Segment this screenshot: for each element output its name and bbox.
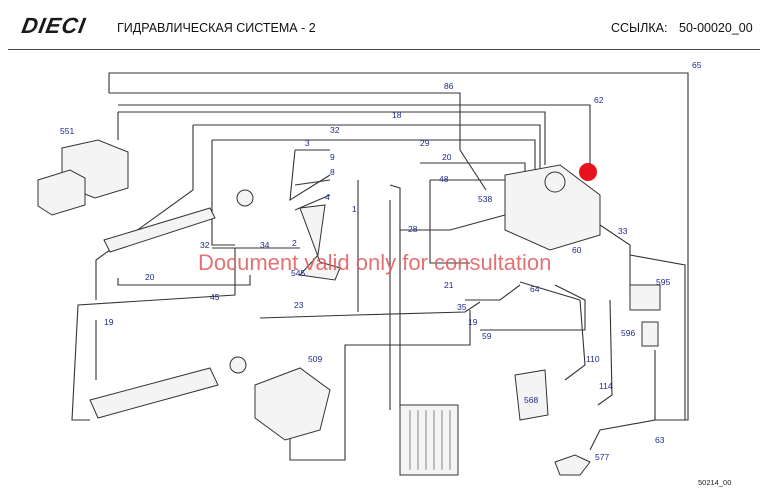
callout: 3 (305, 138, 310, 148)
callout: 34 (260, 240, 270, 250)
hose-45 (71, 248, 236, 421)
highlight-marker (579, 163, 597, 181)
watermark: Document valid only for consultation (198, 250, 552, 275)
callout: 20 (442, 152, 452, 162)
callout: 595 (656, 277, 670, 287)
main-control-valve (504, 164, 601, 251)
callout: 596 (621, 328, 635, 338)
hydraulic-diagram: 65 86 62 18 551 32 29 3 9 8 20 48 538 4 … (37, 60, 702, 476)
tilt-cylinder (89, 367, 219, 419)
callout: 8 (330, 167, 335, 177)
callout: 2 (292, 238, 297, 248)
callout: 538 (478, 194, 492, 204)
callout: 60 (572, 245, 582, 255)
callout: 23 (294, 300, 304, 310)
callout: 86 (444, 81, 454, 91)
fitting-577 (554, 454, 591, 476)
callout: 545 (291, 268, 305, 278)
hose-18 (117, 111, 546, 165)
oil-cooler (399, 404, 459, 476)
dieci-logo: DIECI (19, 13, 88, 38)
hose-33 (599, 224, 631, 295)
hose-3-9 (289, 149, 331, 202)
hose-63 (589, 350, 656, 451)
callout: 35 (457, 302, 467, 312)
callout: 4 (325, 192, 330, 202)
hose-48 (429, 179, 505, 264)
hose-114 (597, 299, 613, 406)
callout: 20 (145, 272, 155, 282)
callout: 59 (482, 331, 492, 341)
hose-110 (564, 299, 586, 381)
callout: 45 (210, 292, 220, 302)
callout: 110 (586, 354, 600, 364)
hose-59 (480, 284, 586, 331)
callout: 551 (60, 126, 74, 136)
hose-62 (118, 104, 591, 165)
hose-20 (211, 140, 526, 246)
callout: 1 (352, 204, 357, 214)
callout: 48 (439, 174, 449, 184)
pump-509 (254, 367, 331, 441)
hose-19b (289, 310, 471, 461)
boom-cylinder (103, 207, 216, 253)
header-divider (8, 49, 760, 50)
header: DIECI ГИДРАВЛИЧЕСКАЯ СИСТЕМА - 2 ССЫЛКА:… (0, 0, 768, 52)
callout: 33 (618, 226, 628, 236)
reference-value: 50-00020_00 (679, 21, 753, 35)
hose-23 (259, 301, 481, 319)
callout: 29 (420, 138, 430, 148)
control-module-568 (514, 369, 549, 421)
callout: 568 (524, 395, 538, 405)
hose-64 (519, 281, 581, 301)
callout: 28 (408, 224, 418, 234)
sensor-596 (641, 321, 659, 347)
callout: 9 (330, 152, 335, 162)
callout: 32 (330, 125, 340, 135)
hose-86 (109, 92, 487, 191)
callout: 63 (655, 435, 665, 445)
page-title: ГИДРАВЛИЧЕСКАЯ СИСТЕМА - 2 (117, 21, 316, 35)
callout: 62 (594, 95, 604, 105)
pedal-545 (299, 204, 341, 281)
hose-32 (95, 124, 541, 300)
drawing-code: 50214_00 (698, 478, 732, 487)
hose-65 (108, 72, 689, 421)
callout: 65 (692, 60, 702, 70)
callout: 577 (595, 452, 609, 462)
hose-radiator (389, 200, 401, 410)
callout: 509 (308, 354, 322, 364)
callout: 32 (200, 240, 210, 250)
callout: 21 (444, 280, 454, 290)
callout: 18 (392, 110, 402, 120)
callout: 19 (104, 317, 114, 327)
callout: 19 (468, 317, 478, 327)
hose-20b (117, 275, 251, 286)
reference-label: ССЫЛКА: (611, 21, 668, 35)
callout: 114 (599, 381, 613, 391)
hose-29 (212, 139, 536, 170)
hose-595 (629, 254, 686, 420)
callout: 64 (530, 284, 540, 294)
hose-35 (465, 284, 521, 301)
solenoid-595 (629, 284, 661, 311)
